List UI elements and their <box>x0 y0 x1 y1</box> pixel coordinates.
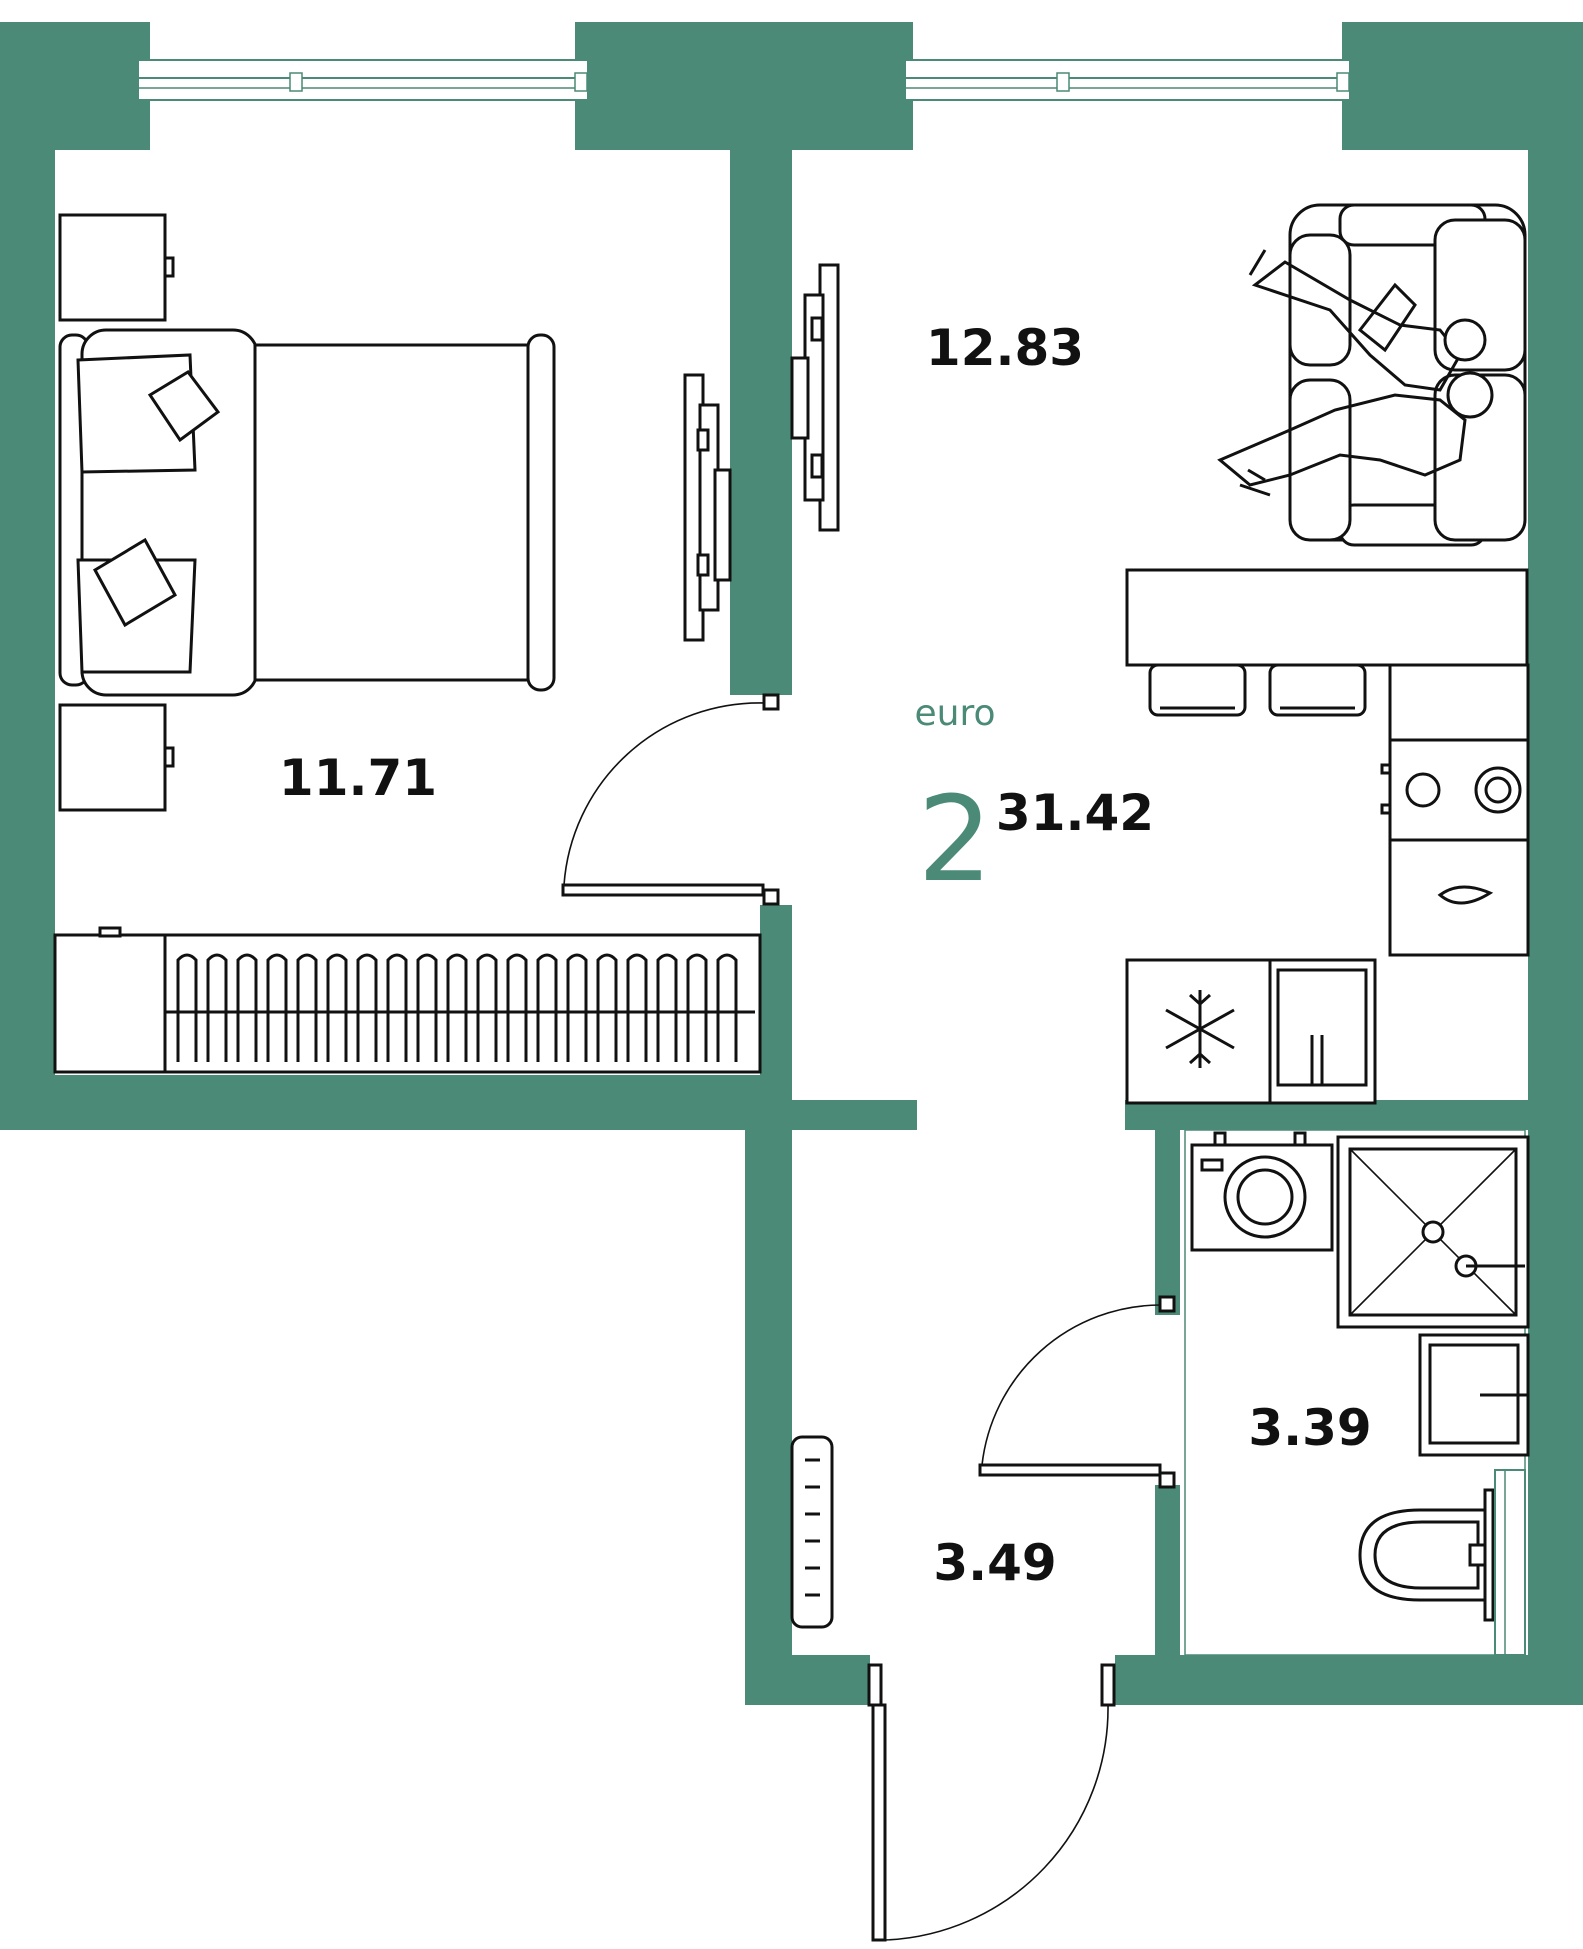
window-icon <box>137 59 589 150</box>
hanger-icon <box>416 953 438 1062</box>
room-area-hallway: 3.49 <box>933 1534 1056 1592</box>
hanger-icon <box>176 953 198 1062</box>
hanger-icon <box>266 953 288 1062</box>
rooms-count: 2 <box>917 770 992 908</box>
hanger-icon <box>536 953 558 1062</box>
nightstand-icon <box>58 703 175 812</box>
sofa-icon <box>1217 203 1527 547</box>
total-area: 31.42 <box>996 784 1154 842</box>
hanger-icon <box>656 953 678 1062</box>
hanger-icon <box>506 953 528 1062</box>
hanger-icon <box>626 953 648 1062</box>
bed-icon <box>58 328 556 697</box>
tv-icon <box>790 263 840 532</box>
hanger-icon <box>236 953 258 1062</box>
hanger-icon <box>596 953 618 1062</box>
apartment-type-label: euro <box>915 693 996 734</box>
hanger-icon <box>326 953 348 1062</box>
washing-machine-icon <box>1190 1131 1334 1252</box>
door-icon <box>867 1663 1116 1942</box>
toilet-icon <box>1358 1469 1526 1656</box>
hanger-icon <box>566 953 588 1062</box>
room-area-living-kitchen: 12.83 <box>926 319 1084 377</box>
hanger-icon <box>386 953 408 1062</box>
dining-counter <box>1125 568 1529 717</box>
hanger-icon <box>296 953 318 1062</box>
shower-icon <box>1336 1135 1530 1329</box>
hanger-icon <box>356 953 378 1062</box>
shoe-rack-icon <box>790 1435 834 1629</box>
window-icon <box>904 59 1351 150</box>
wardrobe-icon <box>53 926 762 1074</box>
hanger-icon <box>206 953 228 1062</box>
stove-icon <box>1380 738 1530 842</box>
hanger-icon <box>476 953 498 1062</box>
walls <box>0 22 1583 1705</box>
hanger-icon <box>446 953 468 1062</box>
door-icon <box>978 1295 1176 1489</box>
sink-icon <box>1418 1333 1530 1457</box>
door-icon <box>561 693 780 906</box>
room-area-bathroom: 3.39 <box>1248 1399 1371 1457</box>
sink-icon <box>1437 885 1494 905</box>
nightstand-icon <box>58 213 175 322</box>
dishwasher-icon <box>1268 958 1377 1105</box>
hangers <box>176 953 738 1062</box>
room-area-bedroom: 11.71 <box>279 749 437 807</box>
hanger-icon <box>686 953 708 1062</box>
tv-icon <box>683 373 732 642</box>
hanger-icon <box>716 953 738 1062</box>
fridge-icon <box>1125 958 1272 1105</box>
